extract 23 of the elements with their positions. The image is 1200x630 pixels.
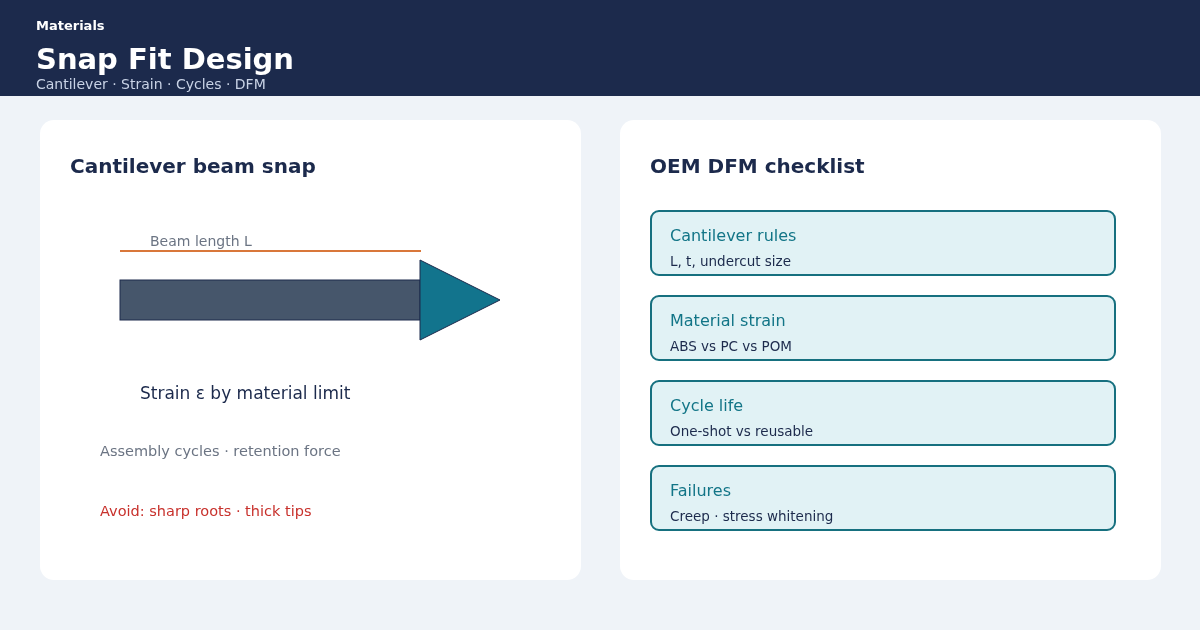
item-heading: Failures — [670, 481, 731, 500]
dimension-label: Beam length L — [150, 233, 252, 249]
panel-heading: Cantilever beam snap — [70, 154, 316, 178]
checklist-item-box — [650, 295, 1116, 361]
warning-text: Avoid: sharp roots · thick tips — [100, 503, 312, 519]
item-heading: Material strain — [670, 311, 786, 330]
header-kicker: Materials — [36, 18, 105, 33]
item-heading: Cantilever rules — [670, 226, 797, 245]
item-description: ABS vs PC vs POM — [670, 338, 793, 354]
item-description: L, t, undercut size — [670, 253, 791, 269]
item-description: One-shot vs reusable — [670, 423, 814, 439]
checklist-item-box — [650, 380, 1116, 446]
note-text: Assembly cycles · retention force — [100, 443, 341, 459]
card-panel — [40, 120, 581, 580]
page-title: Snap Fit Design — [36, 42, 294, 76]
item-description: Creep · stress whitening — [670, 508, 834, 524]
card-panel — [620, 120, 1161, 580]
item-heading: Cycle life — [670, 396, 744, 415]
header-subtitle: Cantilever · Strain · Cycles · DFM — [36, 76, 266, 92]
checklist-item-box — [650, 210, 1116, 276]
strain-note: Strain ε by material limit — [140, 383, 351, 403]
panel-heading: OEM DFM checklist — [650, 154, 865, 178]
checklist-item-box — [650, 465, 1116, 531]
